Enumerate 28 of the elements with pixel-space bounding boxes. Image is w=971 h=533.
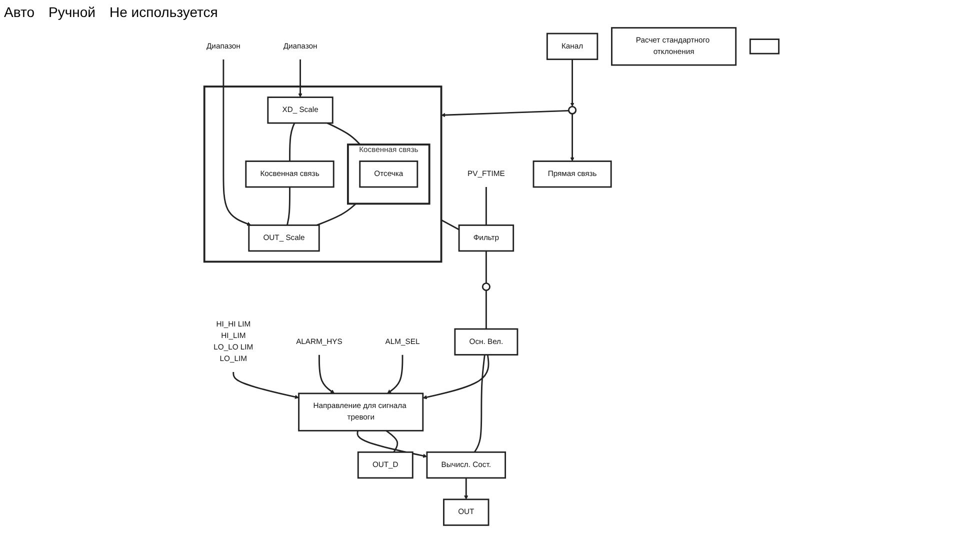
connector: [386, 430, 398, 453]
switch-position-label: Авто: [4, 4, 35, 22]
arrow: [222, 59, 252, 226]
node-box: [749, 38, 780, 54]
arrow: [356, 430, 428, 458]
connector: [289, 122, 296, 162]
arrow: [464, 478, 468, 500]
arrow: [387, 354, 404, 394]
connector: [485, 250, 487, 284]
arrow: [232, 372, 299, 399]
arrow: [318, 354, 335, 394]
cluster: [203, 86, 442, 263]
connector: [286, 187, 290, 226]
switch-position-label: Ручной: [48, 4, 96, 22]
arrow: [570, 114, 574, 162]
connector: [316, 203, 356, 226]
arrow: [422, 354, 490, 400]
arrow: [441, 110, 569, 118]
node-circle: [568, 106, 577, 114]
connector: [326, 122, 361, 146]
arrow: [298, 59, 302, 98]
node-circle: [482, 282, 490, 292]
arrow: [570, 59, 574, 107]
connector: [440, 219, 460, 230]
switch-position-label: Не используется: [110, 4, 218, 22]
connector: [485, 290, 487, 329]
connector: [485, 187, 487, 226]
connector: [474, 354, 486, 453]
